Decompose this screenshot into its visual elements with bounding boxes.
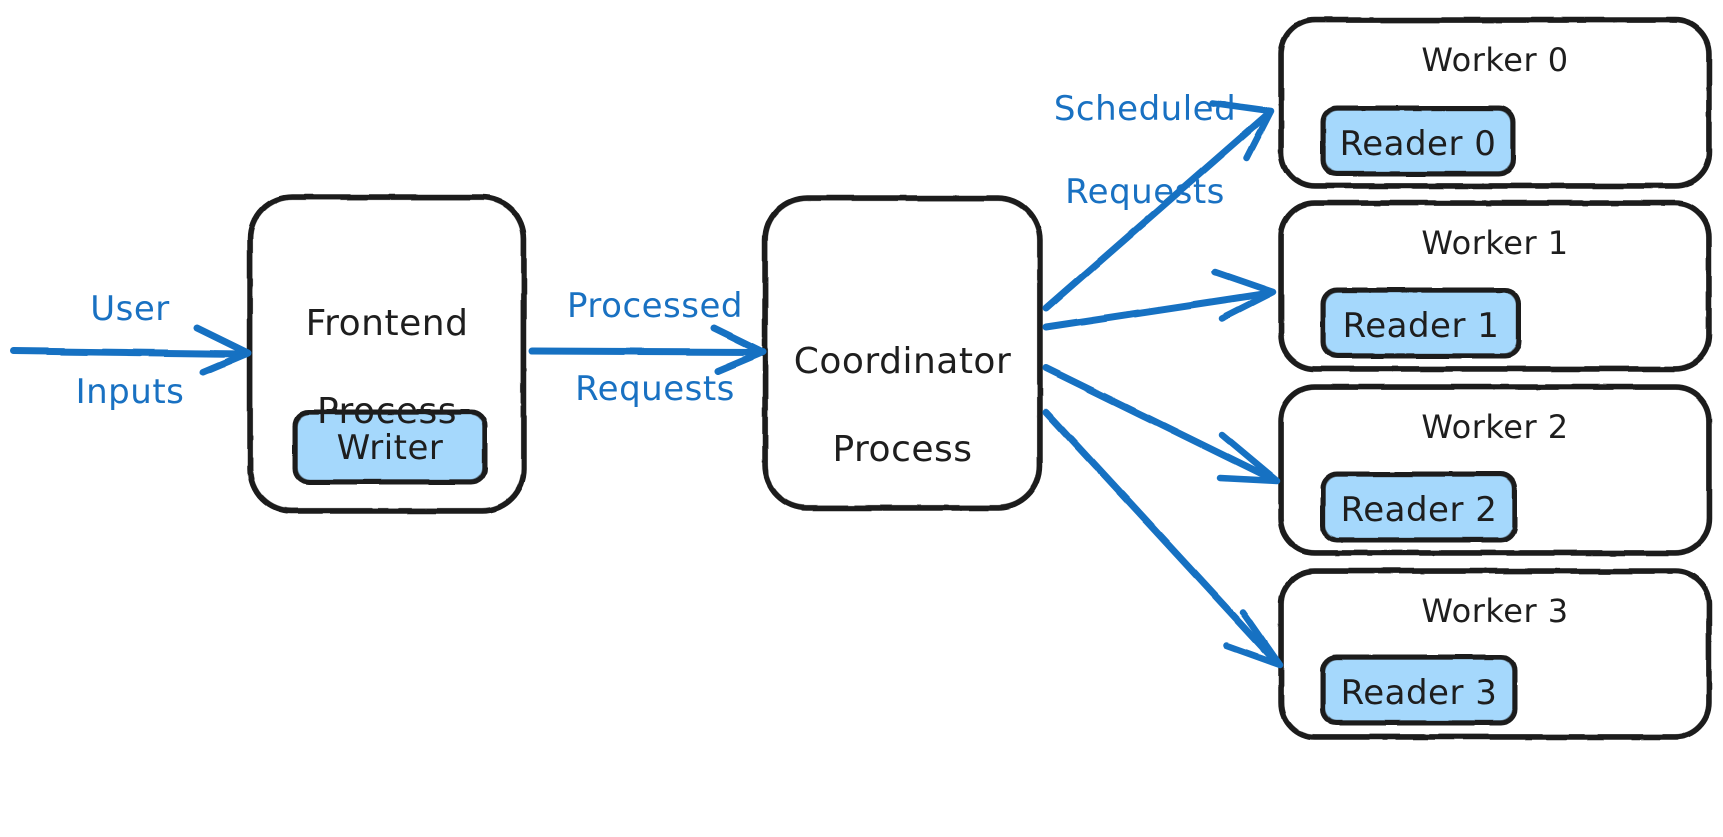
worker-3-box-sketch-pass [1282,572,1708,736]
worker-1-node [1278,200,1712,372]
reader-2-box [1320,471,1518,543]
worker-2-node [1278,384,1712,556]
coordinator-process-box-sketch-pass [765,198,1040,508]
coordinator-process-node [762,195,1043,511]
edge-coordinator-to-worker-2 [1042,364,1281,485]
worker-0-box-sketch-pass [1282,21,1708,185]
worker-1-box-sketch-pass [1282,204,1708,368]
writer-box-sketch-pass [296,413,484,481]
coordinator-process-box [762,195,1043,511]
frontend-process-box-sketch-pass [250,197,524,511]
worker-0-node [1278,17,1712,189]
edge-coordinator-to-worker-0 [1042,99,1275,312]
edge-coordinator-to-worker-1 [1042,268,1277,331]
reader-3-box [1320,654,1518,726]
writer-node [292,409,488,485]
worker-2-box-sketch-pass [1282,388,1708,552]
reader-1-box [1320,287,1522,359]
worker-3-node [1278,568,1712,740]
reader-1-box-sketch-pass [1324,291,1518,355]
edge-coordinator-to-worker-3 [1042,408,1284,669]
reader-0-box-sketch-pass [1324,109,1512,173]
reader-0-box [1320,105,1516,177]
writer-box [292,409,488,485]
reader-2-box-sketch-pass [1324,475,1514,539]
edge-user-inputs-arrow [10,324,252,376]
reader-3-box-sketch-pass [1324,658,1514,722]
edge-processed-requests-arrow [528,324,767,375]
